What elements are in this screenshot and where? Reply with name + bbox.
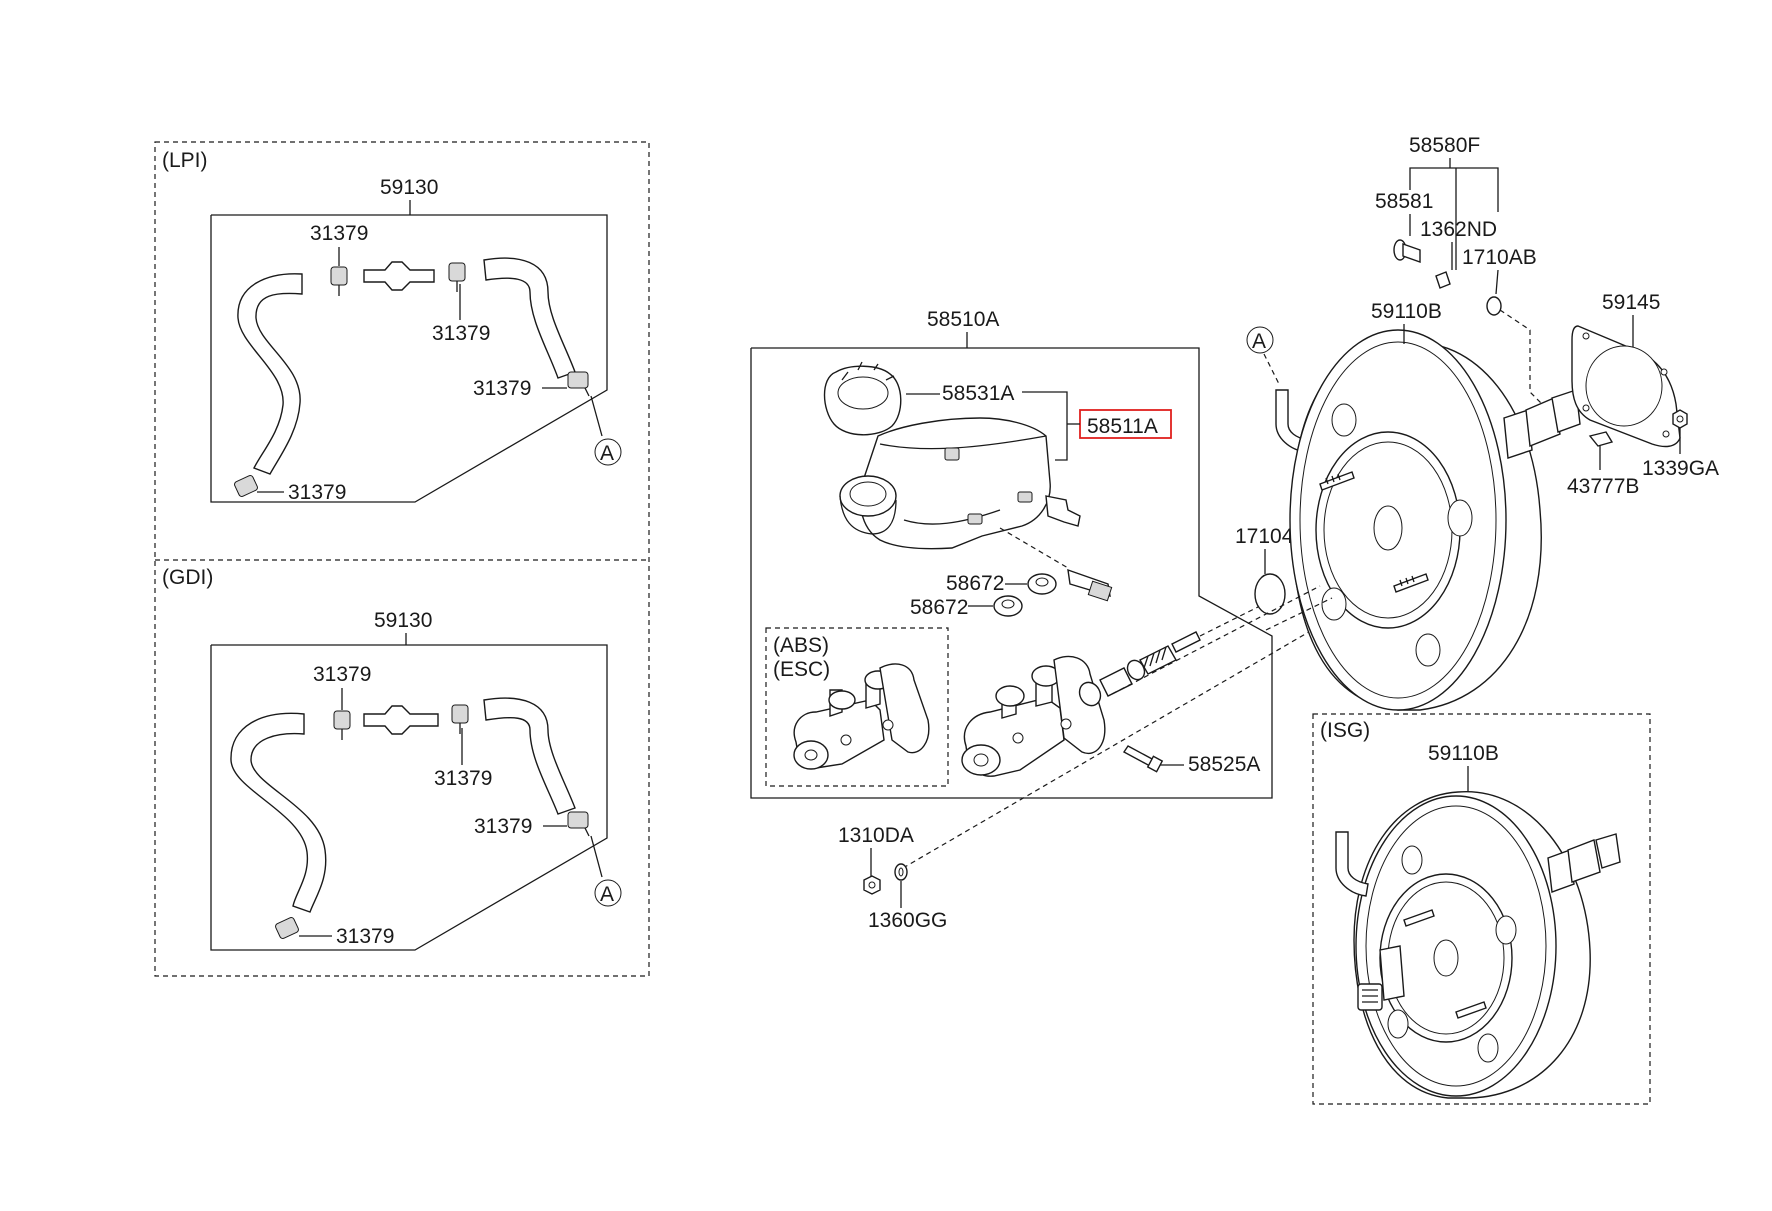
- gdi-clamp-1[interactable]: [333, 710, 351, 740]
- booster-connector-a[interactable]: [1246, 326, 1274, 354]
- gdi-hose-kit-label[interactable]: 59130: [374, 609, 432, 632]
- nut[interactable]: [863, 875, 881, 895]
- snap-pin-label[interactable]: 1362ND: [1420, 218, 1497, 241]
- hose-variants-frame: [154, 141, 650, 977]
- gdi-label: (GDI): [162, 566, 213, 589]
- lpi-connector-a-label: A: [600, 442, 614, 465]
- master-cylinder-bolt[interactable]: [1122, 745, 1164, 773]
- lpi-clamp-label-3[interactable]: 31379: [473, 377, 531, 400]
- lpi-clamp-3[interactable]: [567, 371, 590, 397]
- lpi-label: (LPI): [162, 149, 208, 172]
- master-cylinder-assy-label[interactable]: 58510A: [927, 308, 999, 331]
- lpi-section: (LPI) 59130 31379 31379 31379 31379 A: [162, 149, 622, 504]
- abs-label: (ABS): [773, 634, 829, 657]
- reservoir-filler-neck[interactable]: [839, 475, 897, 535]
- gdi-clamp-label-1[interactable]: 31379: [313, 663, 371, 686]
- booster-nut-label[interactable]: 1339GA: [1642, 457, 1719, 480]
- abs-esc-master-cylinder[interactable]: [793, 663, 930, 770]
- master-cylinder-section: 58510A 58531A 58511A: [750, 308, 1413, 932]
- isg-booster-label[interactable]: 59110B: [1428, 742, 1499, 765]
- gdi-clamp-label-2[interactable]: 31379: [434, 767, 492, 790]
- lpi-clamp-1[interactable]: [330, 266, 348, 296]
- brake-booster[interactable]: [1289, 329, 1581, 711]
- abs-esc-frame: [765, 627, 949, 787]
- clip-label[interactable]: 43777B: [1567, 475, 1639, 498]
- gdi-clamp-3[interactable]: [567, 811, 590, 837]
- lpi-vacuum-hose-right[interactable]: [483, 257, 576, 379]
- master-cylinder-body[interactable]: [961, 655, 1106, 777]
- booster-section: A 17104: [1111, 134, 1719, 711]
- isg-vacuum-tube[interactable]: [1335, 831, 1369, 897]
- grommet-lower[interactable]: [993, 595, 1023, 617]
- lpi-clamp-label-2[interactable]: 31379: [432, 322, 490, 345]
- gdi-vacuum-hose-left[interactable]: [230, 712, 327, 913]
- lpi-clamp-label-1[interactable]: 31379: [310, 222, 368, 245]
- grommet-label-upper[interactable]: 58672: [946, 572, 1004, 595]
- booster-nut[interactable]: [1672, 409, 1688, 429]
- grommet-upper[interactable]: [1027, 573, 1057, 595]
- gdi-vacuum-hose-right[interactable]: [483, 697, 576, 815]
- clip[interactable]: [1588, 431, 1614, 447]
- gasket-label[interactable]: 59145: [1602, 291, 1660, 314]
- reservoir-cap[interactable]: [823, 361, 902, 436]
- booster-label[interactable]: 59110B: [1371, 300, 1442, 323]
- fluid-level-sensor[interactable]: [1067, 568, 1113, 602]
- reservoir-assy-label[interactable]: 58511A: [1087, 415, 1158, 438]
- gasket[interactable]: [1571, 325, 1681, 448]
- gdi-clamp-label-3[interactable]: 31379: [474, 815, 532, 838]
- grommet-label-lower[interactable]: 58672: [910, 596, 968, 619]
- lpi-connector-a[interactable]: [594, 438, 622, 466]
- clevis-pin-label[interactable]: 58581: [1375, 190, 1433, 213]
- isg-vacuum-sensor[interactable]: [1357, 945, 1405, 1011]
- lpi-check-valve[interactable]: [363, 261, 435, 291]
- gdi-section: (GDI) 59130 31379 31379 31379 31379 A: [162, 566, 622, 951]
- booster-connector-a-label: A: [1252, 330, 1266, 353]
- clevis-pin[interactable]: [1393, 239, 1421, 263]
- reservoir-cap-label[interactable]: 58531A: [942, 382, 1014, 405]
- nut-clevis-label[interactable]: 1710AB: [1462, 246, 1537, 269]
- isg-frame: [1312, 713, 1651, 1105]
- snap-pin[interactable]: [1435, 271, 1451, 289]
- nut-label[interactable]: 1310DA: [838, 824, 914, 847]
- isg-brake-booster[interactable]: [1353, 791, 1621, 1099]
- washer-label[interactable]: 1360GG: [868, 909, 947, 932]
- o-ring[interactable]: [1254, 573, 1286, 615]
- piston-spring-assy[interactable]: [1076, 631, 1201, 709]
- o-ring-label[interactable]: 17104: [1235, 525, 1294, 548]
- gdi-check-valve[interactable]: [363, 705, 439, 735]
- lpi-hose-kit-label[interactable]: 59130: [380, 176, 438, 199]
- master-cylinder-bolt-label[interactable]: 58525A: [1188, 753, 1260, 776]
- clevis-kit-label[interactable]: 58580F: [1409, 134, 1480, 157]
- lpi-clamp-2[interactable]: [448, 262, 466, 292]
- brake-fluid-reservoir[interactable]: [859, 417, 1081, 550]
- gdi-connector-a-label: A: [600, 883, 614, 906]
- gdi-clamp-4[interactable]: [275, 917, 300, 940]
- gdi-clamp-2[interactable]: [451, 704, 469, 734]
- lpi-clamp-4[interactable]: [234, 475, 259, 498]
- gdi-clamp-label-4[interactable]: 31379: [336, 925, 394, 948]
- esc-label: (ESC): [773, 658, 830, 681]
- isg-label: (ISG): [1320, 719, 1370, 742]
- gdi-connector-a[interactable]: [594, 879, 622, 907]
- washer[interactable]: [894, 863, 908, 881]
- lpi-clamp-label-4[interactable]: 31379: [288, 481, 346, 504]
- lpi-vacuum-hose-left[interactable]: [237, 273, 303, 475]
- isg-section: (ISG) 59110B: [1312, 713, 1651, 1105]
- nut-clevis[interactable]: [1486, 296, 1502, 316]
